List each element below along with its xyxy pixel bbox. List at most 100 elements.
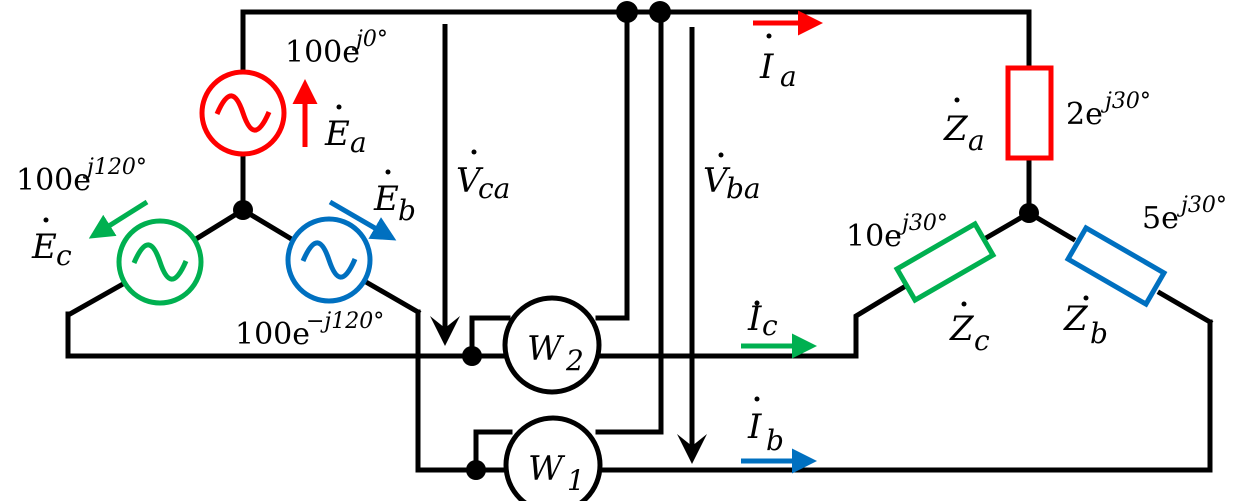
wire-eb-out: [362, 278, 422, 316]
zc-exponent: j30°: [897, 211, 948, 236]
za-symbol: Z: [943, 109, 969, 149]
eb-direction-arrow: [328, 199, 397, 241]
dot-accent: [766, 33, 772, 39]
wattmeter-w2: W 2: [502, 295, 602, 395]
label-za: Z a: [943, 97, 985, 157]
label-vba: V ba: [703, 152, 761, 205]
dot-accent: [471, 149, 477, 155]
impedance-za: [1005, 65, 1054, 161]
wattmeter-w1: W 1: [503, 415, 603, 501]
ib-subscript: b: [766, 424, 784, 457]
zb-symbol: Z: [1063, 299, 1089, 339]
label-zc: Z c: [949, 301, 990, 357]
w1-subscript: 1: [567, 464, 585, 497]
label-zb-value: 5e j30°: [1142, 193, 1227, 236]
label-zb: Z b: [1063, 295, 1108, 350]
ec-magnitude: 100e: [16, 163, 91, 198]
ec-symbol: E: [31, 227, 57, 267]
wire-w1-voltage: [595, 9, 664, 435]
dot-accent: [336, 104, 342, 110]
zc-subscript: c: [974, 324, 990, 357]
source-eb: [285, 216, 373, 304]
ea-exponent: j0°: [351, 27, 388, 52]
w1-symbol: W: [528, 449, 566, 489]
source-ec: [116, 218, 204, 306]
eb-subscript: b: [398, 194, 416, 227]
dot-accent: [961, 301, 967, 307]
ec-subscript: c: [56, 239, 72, 272]
zb-exponent: j30°: [1176, 193, 1227, 218]
ac-source-c-icon: [116, 218, 204, 306]
sine-wave-icon: [131, 242, 189, 282]
dot-accent: [43, 217, 49, 223]
zb-magnitude: 5e: [1142, 201, 1179, 236]
label-za-value: 2e j30°: [1066, 89, 1151, 132]
eb-symbol: E: [373, 179, 399, 219]
ic-symbol: I: [747, 299, 762, 339]
vba-subscript: ba: [726, 172, 761, 205]
junctions: [233, 1, 1039, 480]
za-subscript: a: [968, 124, 985, 157]
label-ib: I b: [747, 396, 784, 457]
ac-source-b-icon: [285, 216, 373, 304]
label-ec-value: 100e j120°: [16, 155, 147, 198]
vca-symbol: V: [456, 161, 484, 201]
wires: [65, 9, 1214, 473]
dot-accent: [954, 97, 960, 103]
ea-subscript: a: [350, 126, 367, 159]
dot-accent: [754, 396, 760, 402]
ic-subscript: c: [762, 309, 778, 342]
load-neutral-node: [1019, 203, 1039, 223]
ea-symbol: E: [324, 114, 350, 154]
wire-w2-current-tap: [469, 315, 511, 359]
label-zc-value: 10e j30°: [846, 211, 948, 254]
dot-accent: [1083, 295, 1089, 301]
wattmeter-w1-icon: [503, 415, 603, 501]
label-ia: I a: [759, 33, 797, 93]
eb-exponent: −j120°: [306, 309, 384, 334]
junction-w1: [466, 460, 486, 480]
impedance-zb: [1064, 224, 1168, 308]
dot-accent: [385, 169, 391, 175]
wire-line-b: [415, 309, 508, 473]
label-ea: E a: [324, 104, 367, 159]
wire-w1-current-tap: [473, 429, 513, 473]
label-ec: E c: [31, 217, 72, 272]
w2-subscript: 2: [565, 344, 584, 377]
ac-source-a-icon: [199, 69, 287, 157]
junction-top-2: [649, 1, 671, 23]
sine-wave-icon: [300, 240, 358, 280]
w2-symbol: W: [527, 329, 565, 369]
zc-magnitude: 10e: [846, 219, 902, 254]
impedance-zc: [893, 220, 997, 304]
wire-w2-voltage: [595, 9, 630, 321]
source-neutral-node: [233, 200, 253, 220]
ea-magnitude: 100e: [285, 35, 360, 70]
za-magnitude: 2e: [1066, 97, 1103, 132]
zc-symbol: Z: [949, 309, 975, 349]
ec-direction-arrow: [88, 199, 149, 239]
junction-top-1: [616, 1, 638, 23]
sine-wave-icon: [214, 93, 272, 133]
junction-w2: [462, 346, 482, 366]
za-exponent: j30°: [1100, 89, 1151, 114]
ia-subscript: a: [780, 60, 797, 93]
vca-subscript: ca: [478, 172, 510, 205]
source-ea: [199, 69, 287, 157]
ec-exponent: j120°: [82, 155, 147, 180]
label-eb: E b: [373, 169, 416, 227]
zb-subscript: b: [1090, 317, 1108, 350]
ib-symbol: I: [747, 407, 762, 447]
label-vca: V ca: [456, 149, 510, 205]
vba-symbol: V: [703, 161, 731, 201]
wire-ec-out: [66, 280, 127, 318]
eb-magnitude: 100e: [235, 317, 310, 352]
label-eb-value: 100e −j120°: [235, 309, 384, 352]
wire-zb-out: [1156, 289, 1214, 326]
wire-line-c: [65, 311, 508, 359]
dot-accent: [718, 152, 724, 158]
dot-accent: [754, 300, 760, 306]
wire-line-c-load: [853, 283, 908, 359]
label-ea-value: 100e j0°: [285, 27, 388, 70]
